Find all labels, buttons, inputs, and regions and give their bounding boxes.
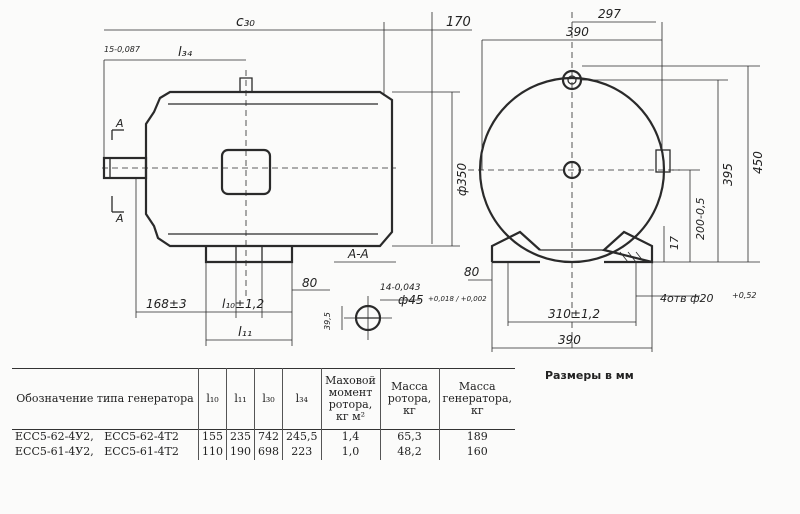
side-view	[102, 12, 472, 346]
model-u2: ЕСС5-61-4У2,	[15, 445, 94, 458]
header-rotor-mass: Масса ротора, кг	[379, 368, 439, 430]
label-450: 450	[751, 151, 765, 174]
model-u2: ЕСС5-62-4У2,	[15, 430, 94, 444]
cell-rotor-mass: 48,2	[379, 444, 439, 460]
cell-flywheel: 1,4	[320, 429, 380, 445]
label-l10: l₁₀±1,2	[222, 297, 264, 311]
cell-l30: 742	[254, 429, 283, 445]
cell-rotor-mass: 65,3	[379, 429, 439, 445]
label-shaft-tol: +0,018 / +0,002	[428, 295, 487, 303]
label-390-bottom: 390	[558, 333, 581, 347]
header-l11: l₁₁	[226, 368, 255, 430]
label-section-aa: A-A	[347, 247, 369, 261]
label-l34: l₃₄	[178, 45, 193, 60]
cell-l11: 235	[226, 429, 255, 445]
label-390-top: 390	[566, 25, 589, 39]
cell-gen-mass: 189	[438, 429, 516, 445]
label-80-front: 80	[464, 265, 480, 279]
label-310: 310±1,2	[548, 307, 600, 321]
header-l34: l₃₄	[282, 368, 321, 430]
cell-model: ЕСС5-62-4У2, ЕСС5-62-4Т2	[12, 430, 199, 445]
header-designation: Обозначение типа генератора	[16, 392, 194, 405]
label-key-width: 14-0,043	[380, 283, 421, 293]
shaft-section	[341, 296, 420, 340]
label-c30: c₃₀	[236, 14, 255, 30]
label-168: 168±3	[146, 297, 187, 311]
header-l30: l₃₀	[254, 368, 283, 430]
header-flywheel: Маховой момент ротора, кг м²	[320, 368, 380, 430]
label-80-side: 80	[302, 276, 318, 290]
label-tol-top: 15-0,087	[104, 45, 141, 54]
cell-gen-mass: 160	[438, 444, 516, 460]
cell-l34: 245,5	[282, 429, 321, 445]
label-39-5: 39,5	[323, 312, 332, 330]
cell-l10: 155	[198, 429, 227, 445]
cell-model: ЕСС5-61-4У2, ЕСС5-61-4Т2	[12, 445, 199, 460]
cell-flywheel: 1,0	[320, 444, 380, 460]
label-l11: l₁₁	[238, 325, 252, 340]
label-17: 17	[668, 236, 681, 250]
label-holes-tol: +0,52	[732, 291, 757, 300]
label-dia-350: ф350	[455, 162, 469, 196]
label-200: 200-0,5	[694, 198, 707, 240]
cell-l30: 698	[254, 444, 283, 460]
cell-l10: 110	[198, 444, 227, 460]
label-170: 170	[446, 15, 471, 30]
header-l10: l₁₀	[198, 368, 227, 430]
spec-table: Обозначение типа генератора l₁₀ l₁₁ l₃₀ …	[12, 368, 516, 460]
header-gen-mass: Масса генератора, кг	[438, 368, 516, 430]
header-row: Обозначение типа генератора l₁₀ l₁₁ l₃₀ …	[12, 368, 516, 430]
label-section-a-top: A	[115, 117, 124, 130]
cell-l11: 190	[226, 444, 255, 460]
label-297: 297	[598, 7, 621, 21]
label-shaft-dia: ф45	[398, 293, 424, 307]
cell-l34: 223	[282, 444, 321, 460]
table-row: ЕСС5-61-4У2, ЕСС5-61-4Т2 110 190 698 223…	[12, 444, 516, 460]
front-view	[468, 12, 760, 352]
model-t2: ЕСС5-61-4Т2	[104, 445, 179, 458]
label-holes: 4отв ф20	[660, 292, 714, 305]
label-section-a-bottom: A	[115, 212, 124, 225]
model-t2: ЕСС5-62-4Т2	[104, 430, 179, 444]
label-395: 395	[721, 163, 735, 186]
table-row: ЕСС5-62-4У2, ЕСС5-62-4Т2 155 235 742 245…	[12, 429, 516, 445]
units-note: Размеры в мм	[545, 369, 634, 382]
